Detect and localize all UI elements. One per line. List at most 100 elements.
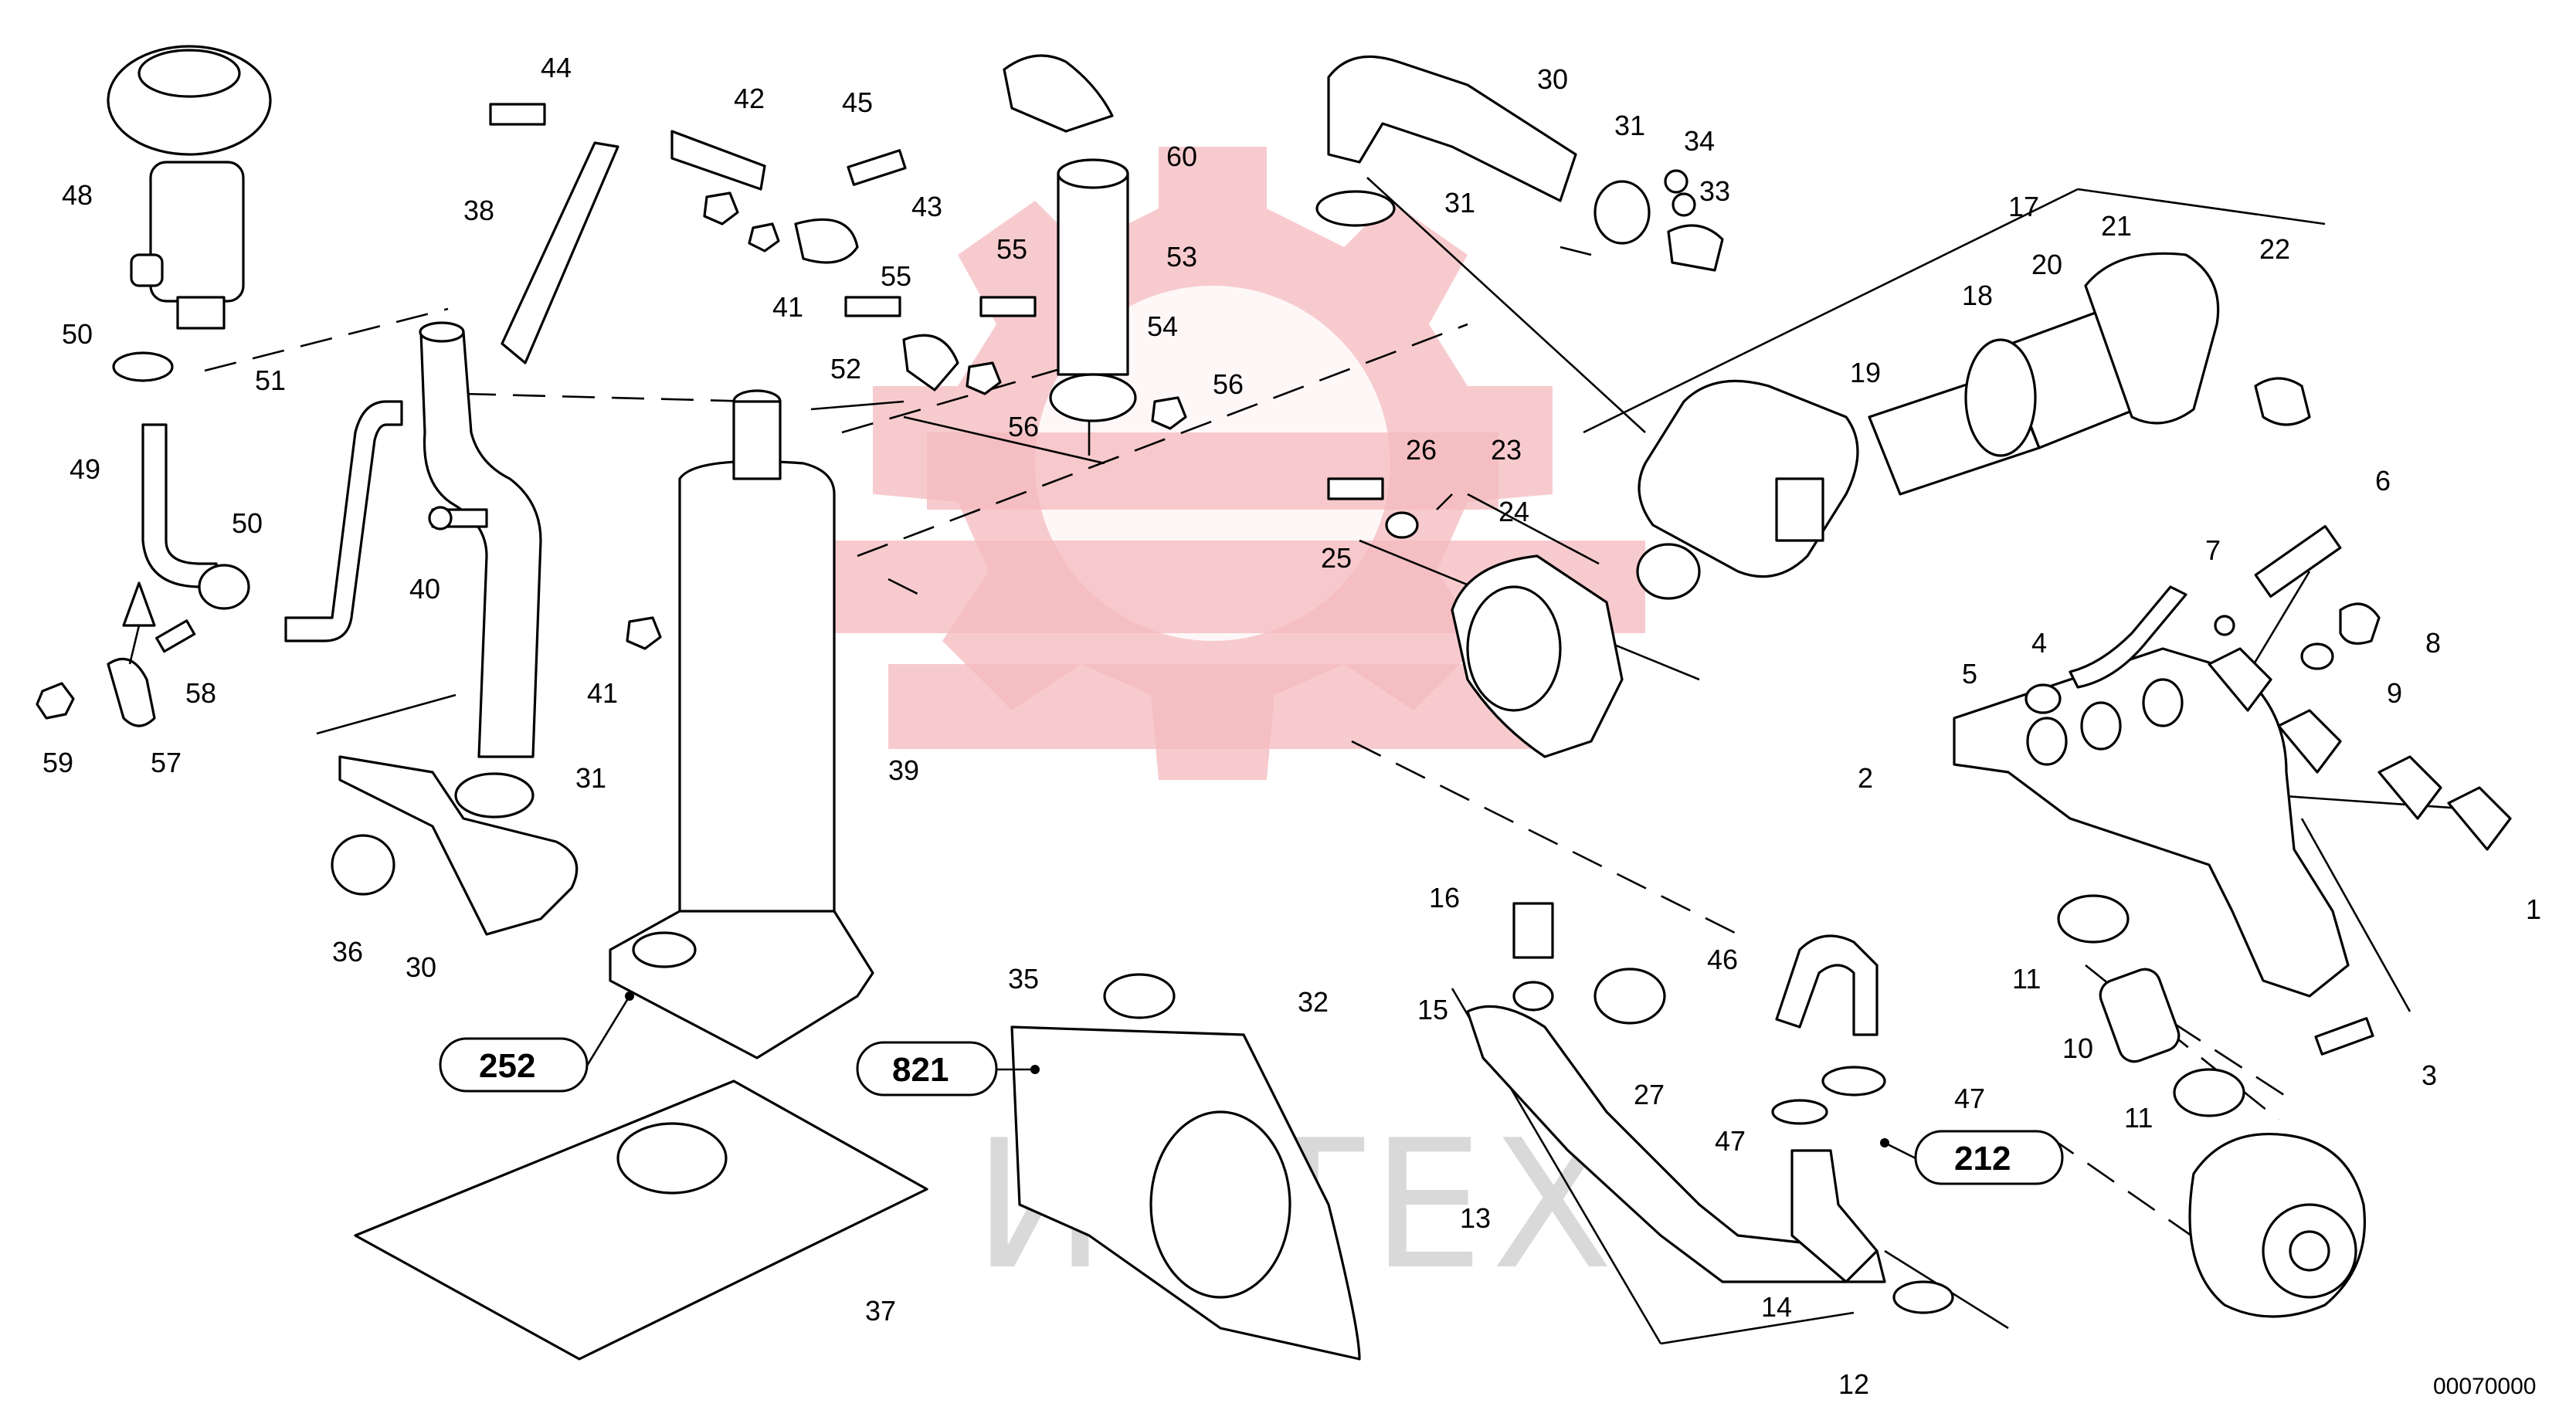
part-51-hose <box>284 400 403 642</box>
part-47-clamp-b <box>1771 1099 1828 1125</box>
part-22-valve <box>2254 377 2311 426</box>
part-18-ring <box>1964 338 2037 457</box>
part-17-air-cleaner <box>1636 252 2311 600</box>
callout-33: 33 <box>1699 175 1730 207</box>
part-12-clamp <box>1892 1280 1954 1314</box>
callout-10: 10 <box>2062 1032 2093 1064</box>
callout-41a: 41 <box>772 291 803 323</box>
callout-15: 15 <box>1417 994 1448 1025</box>
callout-47b: 47 <box>1715 1125 1746 1157</box>
part-45-bolt <box>847 149 907 186</box>
callout-labels: 1 2 3 4 5 6 7 8 9 10 11 11 12 13 14 15 1… <box>42 52 2541 1400</box>
callout-20: 20 <box>2031 249 2062 280</box>
callout-13: 13 <box>1460 1202 1491 1234</box>
callout-30b: 30 <box>406 951 436 983</box>
part-31-clamp-upper-a <box>1315 190 1396 227</box>
part-55-bolt-a <box>844 296 901 317</box>
callout-54: 54 <box>1147 310 1178 342</box>
part-7-ring <box>2214 615 2235 636</box>
callout-18: 18 <box>1962 280 1993 311</box>
arrow-icon <box>122 581 156 627</box>
part-2-manifold <box>1953 647 2512 998</box>
part-30-hose-upper <box>1327 55 1577 202</box>
part-55-bolt-b <box>979 296 1037 317</box>
callout-36: 36 <box>332 936 363 968</box>
callout-51: 51 <box>255 364 286 396</box>
callout-35: 35 <box>1008 963 1039 995</box>
callout-48: 48 <box>62 179 93 211</box>
reference-252[interactable]: 252 <box>439 1037 589 1093</box>
part-59-nut <box>36 682 75 720</box>
callout-34: 34 <box>1684 125 1715 157</box>
part-39-muffler <box>609 389 874 1059</box>
part-44-bolt <box>489 103 546 126</box>
callout-31c: 31 <box>575 762 606 794</box>
part-50-clamp-b <box>198 564 250 610</box>
callout-40: 40 <box>409 573 440 605</box>
part-54-clamp <box>1049 373 1137 422</box>
callout-43: 43 <box>911 191 942 222</box>
callout-19: 19 <box>1850 357 1881 388</box>
turbocharger <box>2188 1132 2367 1318</box>
callout-3: 3 <box>2422 1059 2437 1091</box>
part-58-bolt <box>155 619 196 653</box>
part-48-breather <box>107 45 272 330</box>
callout-27: 27 <box>1634 1079 1665 1110</box>
callout-30a: 30 <box>1537 63 1568 95</box>
part-35-ring <box>1103 973 1176 1019</box>
part-33-bracket <box>1667 224 1724 272</box>
part-31-clamp-lower <box>454 772 535 819</box>
part-exhaust-pipe <box>419 330 542 758</box>
callout-41b: 41 <box>587 677 618 709</box>
part-10-sleeve <box>2099 968 2181 1063</box>
callout-17: 17 <box>2008 191 2039 222</box>
reference-212-label: 212 <box>1954 1140 2011 1178</box>
callout-31b: 31 <box>1444 187 1475 219</box>
part-46-hose <box>1775 934 1879 1036</box>
part-13-hose <box>1466 1005 1886 1283</box>
part-50-clamp-a <box>112 351 174 382</box>
part-21-cover <box>2084 252 2220 425</box>
callout-14: 14 <box>1761 1291 1792 1323</box>
reference-212[interactable]: 212 <box>1914 1130 2064 1185</box>
callout-4: 4 <box>2031 627 2047 659</box>
part-9-washer <box>2300 642 2334 670</box>
callout-26: 26 <box>1406 434 1437 466</box>
callout-32: 32 <box>1298 986 1329 1018</box>
callout-24: 24 <box>1498 496 1529 527</box>
callout-58: 58 <box>185 677 216 709</box>
reference-821[interactable]: 821 <box>856 1041 998 1096</box>
callout-16: 16 <box>1429 882 1460 913</box>
part-16-sensor <box>1512 902 1554 959</box>
callout-37: 37 <box>865 1295 896 1327</box>
part-43-clamp <box>794 218 859 264</box>
part-1-gasket-d <box>2447 786 2512 851</box>
part-15-clamp <box>1512 981 1554 1012</box>
part-11-clamp-b <box>2173 1068 2245 1117</box>
part-34-nut-a <box>1664 169 1688 194</box>
callout-42: 42 <box>734 83 765 114</box>
part-49-hose <box>141 423 218 588</box>
part-5-washer <box>2024 683 2062 714</box>
callout-47a: 47 <box>1954 1083 1985 1114</box>
callout-22: 22 <box>2259 233 2290 265</box>
callout-56b: 56 <box>1213 368 1244 400</box>
callout-31a: 31 <box>1614 110 1645 141</box>
callout-21: 21 <box>2101 210 2132 242</box>
callout-2: 2 <box>1858 762 1873 794</box>
part-41-nut-a <box>703 192 739 225</box>
drawing-code: 00070000 <box>2433 1374 2536 1399</box>
part-6-sensor <box>2254 524 2342 598</box>
callout-23: 23 <box>1491 434 1522 466</box>
callout-1: 1 <box>2526 893 2541 925</box>
reference-boxes: 252 821 212 <box>439 991 2064 1185</box>
callout-44: 44 <box>541 52 572 83</box>
callout-12: 12 <box>1838 1368 1869 1400</box>
part-53-tube <box>1057 172 1129 376</box>
callout-5: 5 <box>1962 658 1977 690</box>
callout-11a: 11 <box>2012 963 2041 995</box>
part-42-bracket <box>670 130 766 191</box>
part-36-ring <box>331 834 395 896</box>
callout-59: 59 <box>42 747 73 778</box>
